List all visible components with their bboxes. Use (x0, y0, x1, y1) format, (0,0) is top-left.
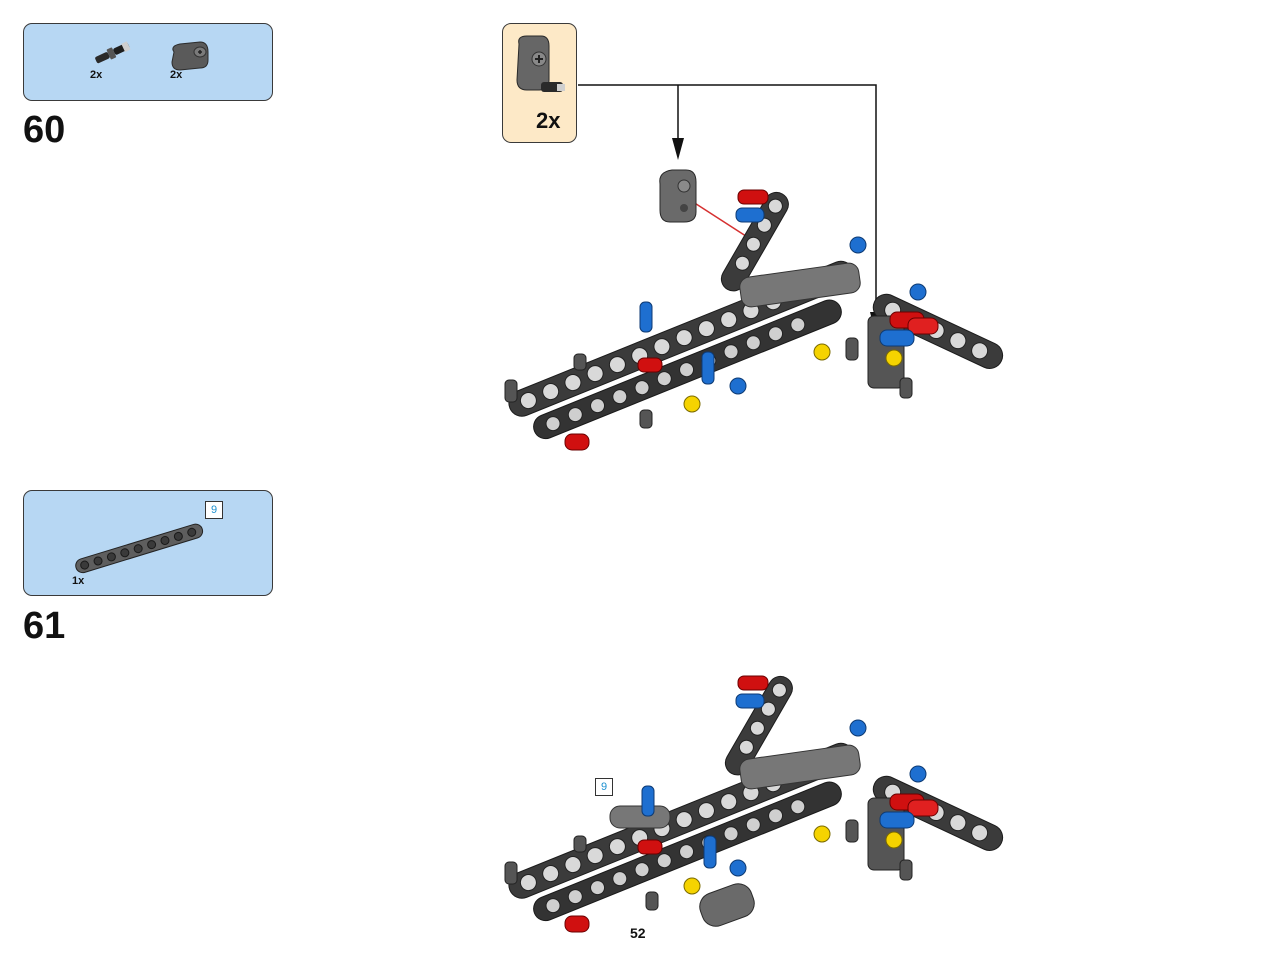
step-number: 60 (23, 109, 66, 151)
axle-connector-with-pin-icon (516, 35, 565, 92)
yellow-axle-icon (683, 343, 903, 413)
blue-pin-icon (639, 207, 927, 395)
gray-axle-connector-icon (171, 41, 209, 71)
axle-connector-part-icon (659, 169, 697, 223)
black-axle-pin-icon (95, 41, 131, 64)
part-qty: 2x (170, 69, 183, 81)
part-qty: 1x (72, 575, 85, 587)
gray-pin-icon (504, 337, 913, 429)
gray-beam-9-icon (75, 523, 204, 574)
red-pin-icon (564, 189, 939, 451)
blue-pin-icon (641, 693, 927, 877)
yellow-axle-icon (683, 825, 903, 895)
parts-list-step-60: 2x 2x (23, 23, 273, 101)
callout-length-badge: 9 (595, 778, 613, 796)
gray-pin-icon (504, 819, 913, 911)
page-number: 52 (630, 925, 646, 941)
subassembly-qty: 2x (536, 108, 561, 133)
step-number: 61 (23, 605, 66, 647)
parts-list-step-61: 9 1x (23, 490, 273, 596)
red-pin-icon (564, 675, 939, 933)
part-qty: 2x (90, 69, 103, 81)
subassembly-callout: 2x (502, 23, 577, 143)
part-length-badge: 9 (205, 501, 223, 519)
